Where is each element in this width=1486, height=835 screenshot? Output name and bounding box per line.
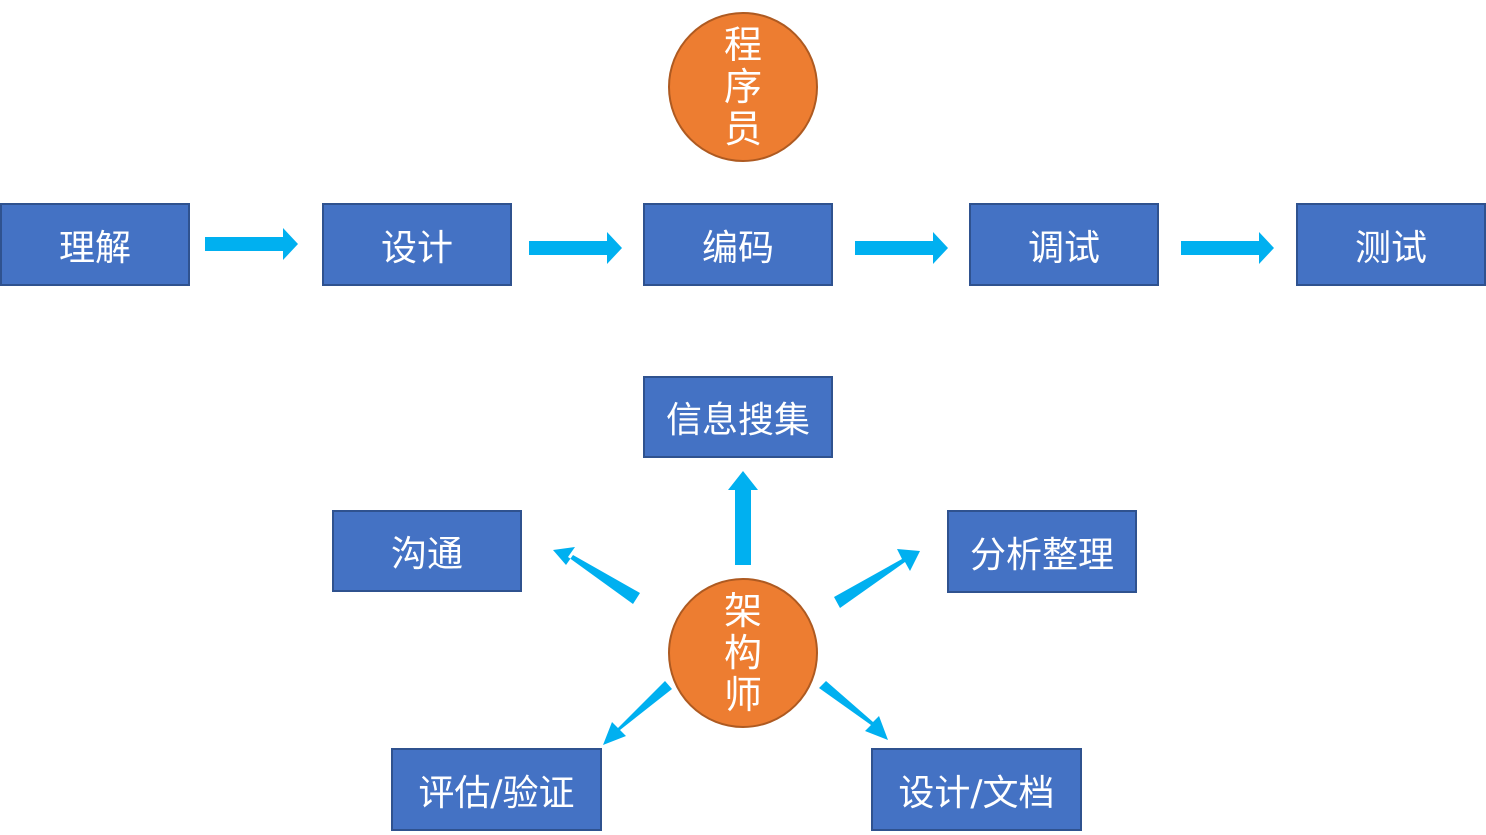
step-design: 设计 [322,203,512,286]
architect-char-3: 师 [723,673,762,717]
architect-circle: 架 构 师 [668,578,818,728]
step-understand: 理解 [0,203,190,286]
task-info-gathering: 信息搜集 [643,376,833,458]
programmer-char-2: 序 [723,65,762,109]
architect-char-2: 构 [723,631,762,675]
step-coding: 编码 [643,203,833,286]
arrow-debug-to-test [1181,232,1274,264]
programmer-circle: 程 序 员 [668,12,818,162]
architect-char-1: 架 [723,589,762,633]
programmer-char-1: 程 [723,23,762,67]
task-evaluate-verify: 评估/验证 [391,748,602,831]
arrow-architect-to-design-doc [819,681,888,740]
arrow-design-to-coding [529,232,622,264]
task-analysis: 分析整理 [947,510,1137,593]
arrow-architect-to-analyze [834,549,920,608]
arrow-architect-to-communicate [553,547,640,604]
programmer-char-3: 员 [723,107,762,151]
step-test: 测试 [1296,203,1486,286]
task-communication: 沟通 [332,510,522,592]
task-design-docs: 设计/文档 [871,748,1082,831]
arrow-architect-to-info [728,471,758,565]
arrow-coding-to-debug [855,232,948,264]
step-debug: 调试 [969,203,1159,286]
arrow-understand-to-design [205,228,298,260]
arrow-architect-to-evaluate [603,681,672,745]
